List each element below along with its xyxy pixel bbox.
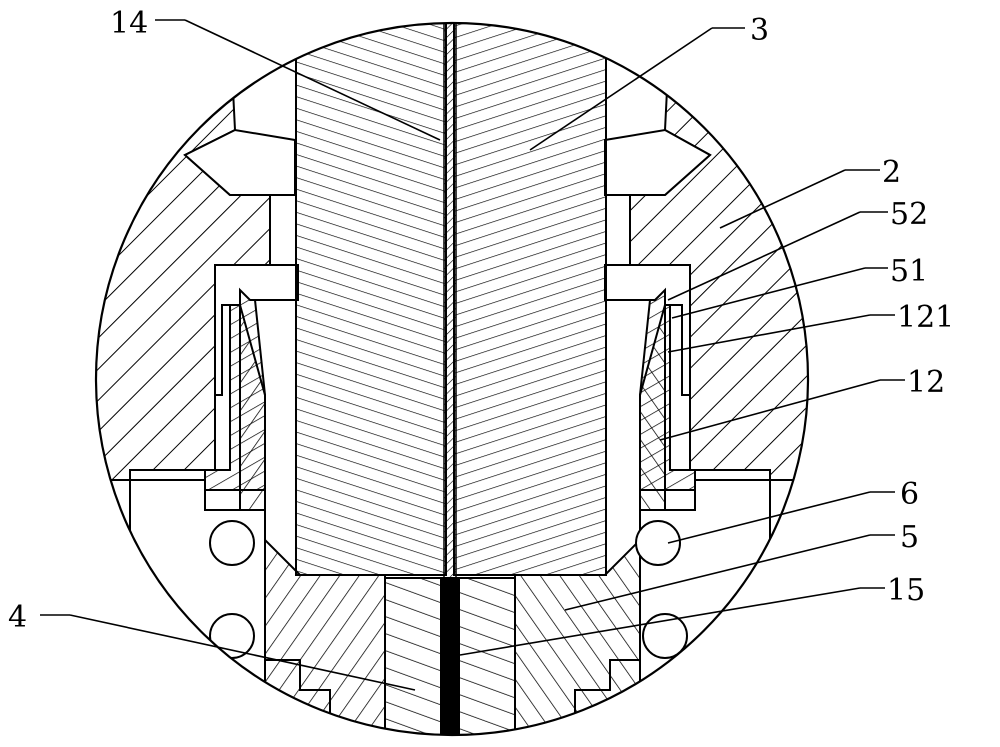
pin-left-half [295,23,447,576]
detail-circle [94,21,810,737]
callout-labels: 14 3 2 52 51 121 12 6 5 15 4 [8,6,954,635]
callout-15: 15 [887,573,925,608]
core [440,578,460,735]
callout-2: 2 [882,155,901,190]
callout-51: 51 [890,254,928,289]
callout-4: 4 [8,600,27,635]
callout-52: 52 [890,197,928,232]
callout-6: 6 [900,477,919,512]
ball-upper-left [209,520,255,566]
callout-121: 121 [897,300,954,335]
leader-lines [40,19,905,691]
pin-right-half [453,23,607,576]
seam [443,23,457,581]
callout-3: 3 [750,13,769,48]
ball-lower-left [209,613,255,659]
ball-lower-right [642,613,688,659]
callout-12: 12 [907,365,945,400]
ball-upper-right [635,520,681,566]
callout-14: 14 [110,6,148,41]
callout-5: 5 [900,520,919,555]
